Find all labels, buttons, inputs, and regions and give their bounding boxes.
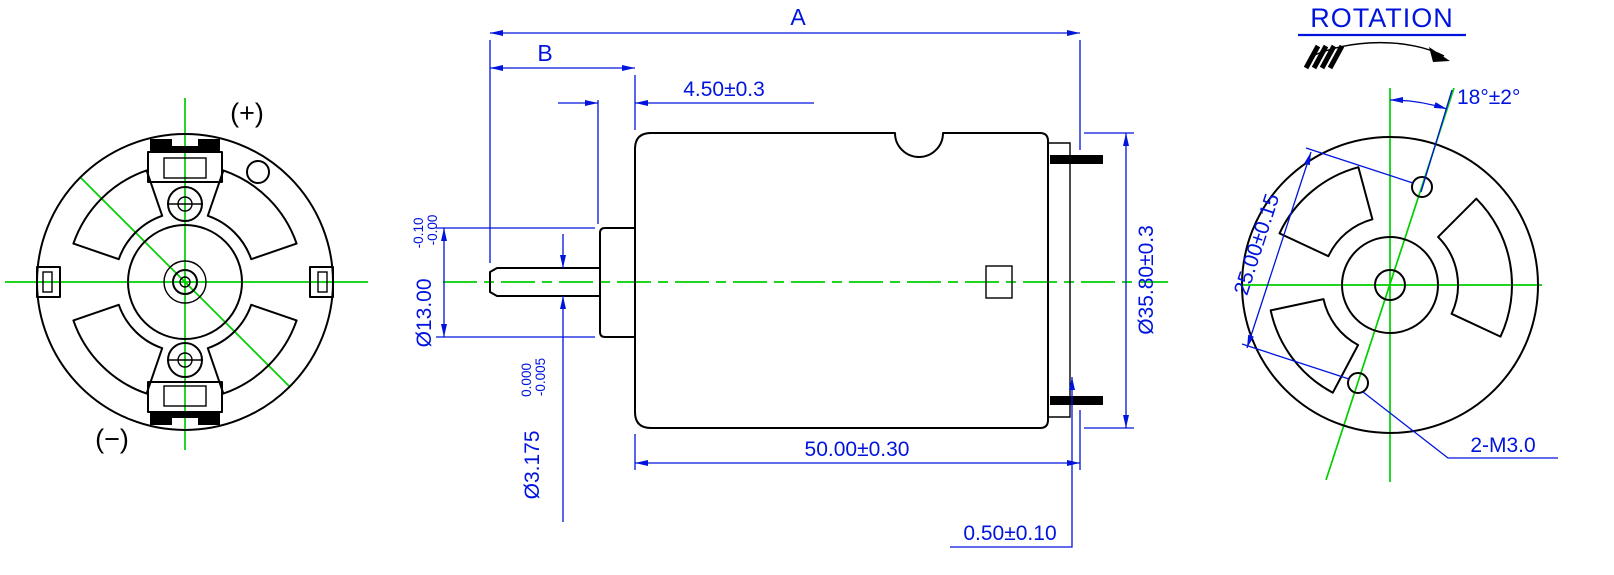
side-view: A B 4.50±0.3 Ø13.00 -0.10 -0.00 Ø3.175 0… bbox=[405, 4, 1168, 548]
svg-text:Ø13.00 -0.10 -: Ø13.00 -0.10 -0.00 bbox=[405, 212, 440, 348]
dim-a-label: A bbox=[790, 4, 806, 30]
dim-shaft-diameter-label: Ø3.175 0.000 -0.005 bbox=[513, 357, 548, 500]
dim-boss-diameter-label: Ø13.00 -0.10 -0.00 bbox=[405, 212, 440, 348]
rear-vent-slots bbox=[72, 169, 298, 395]
rear-ear-right bbox=[309, 266, 334, 298]
front-view: ROTATION 18°±2° 25.00±0.15 2-M3.0 bbox=[1230, 3, 1558, 482]
side-dimension-lines bbox=[441, 30, 1129, 548]
dim-end-clearance-label: 0.50±0.10 bbox=[963, 522, 1056, 545]
svg-text:Ø3.175 0.000 -: Ø3.175 0.000 -0.005 bbox=[513, 357, 548, 499]
dim-body-diameter-label: Ø35.80±0.3 bbox=[1135, 225, 1158, 335]
rotation-arrow-tail-hatch bbox=[1303, 44, 1345, 70]
rear-pin-hole bbox=[246, 160, 270, 184]
rear-screw-bottom bbox=[167, 342, 203, 378]
rear-ear-left bbox=[36, 266, 61, 298]
rear-centerlines bbox=[5, 98, 368, 450]
front-dimension-lines bbox=[1241, 33, 1558, 459]
endbell-edge bbox=[1048, 142, 1071, 418]
rear-shaft-circle bbox=[172, 269, 198, 295]
negative-terminal-label: (−) bbox=[95, 424, 129, 454]
dim-boss-length-label: 4.50±0.3 bbox=[683, 78, 765, 101]
front-hub-circle bbox=[1341, 236, 1439, 334]
terminal-tab-bottom bbox=[1050, 396, 1103, 405]
front-outer-circle bbox=[1241, 136, 1539, 434]
rotation-arrowhead bbox=[1429, 47, 1450, 62]
dim-hole-spacing-label: 25.00±0.15 bbox=[1230, 191, 1284, 298]
side-extension-lines bbox=[436, 40, 1134, 470]
svg-text:Ø35.80±0.3: Ø35.80±0.3 bbox=[1135, 225, 1158, 335]
mount-hole-upper bbox=[1411, 176, 1433, 198]
front-centerlines bbox=[1240, 87, 1542, 482]
front-bushing bbox=[599, 227, 636, 338]
dim-hole-angle-label: 18°±2° bbox=[1457, 86, 1520, 109]
rear-bearing-boss bbox=[985, 265, 1013, 299]
rotation-direction-arrow bbox=[1303, 41, 1450, 70]
positive-terminal-label: (+) bbox=[230, 98, 264, 128]
front-shaft-circle bbox=[1374, 269, 1406, 301]
rear-bearing-ring bbox=[163, 260, 207, 304]
motor-body-outline bbox=[634, 132, 1049, 429]
motor-shaft bbox=[489, 267, 601, 297]
rear-screw-top bbox=[167, 186, 203, 222]
rear-view: (+) (−) bbox=[5, 98, 368, 454]
mount-hole-lower bbox=[1347, 372, 1369, 394]
rear-hub-circle bbox=[127, 224, 243, 340]
rear-terminal-negative bbox=[147, 381, 223, 425]
rotation-label: ROTATION bbox=[1310, 3, 1454, 33]
terminal-tab-top bbox=[1050, 155, 1103, 164]
dim-b-label: B bbox=[537, 40, 552, 66]
dim-hole-spec-label: 2-M3.0 bbox=[1470, 434, 1535, 457]
rear-shaft-center bbox=[179, 276, 191, 288]
rear-terminal-positive bbox=[147, 139, 223, 183]
svg-text:25.00±0.15: 25.00±0.15 bbox=[1230, 191, 1284, 298]
dim-body-length-label: 50.00±0.30 bbox=[805, 438, 910, 461]
